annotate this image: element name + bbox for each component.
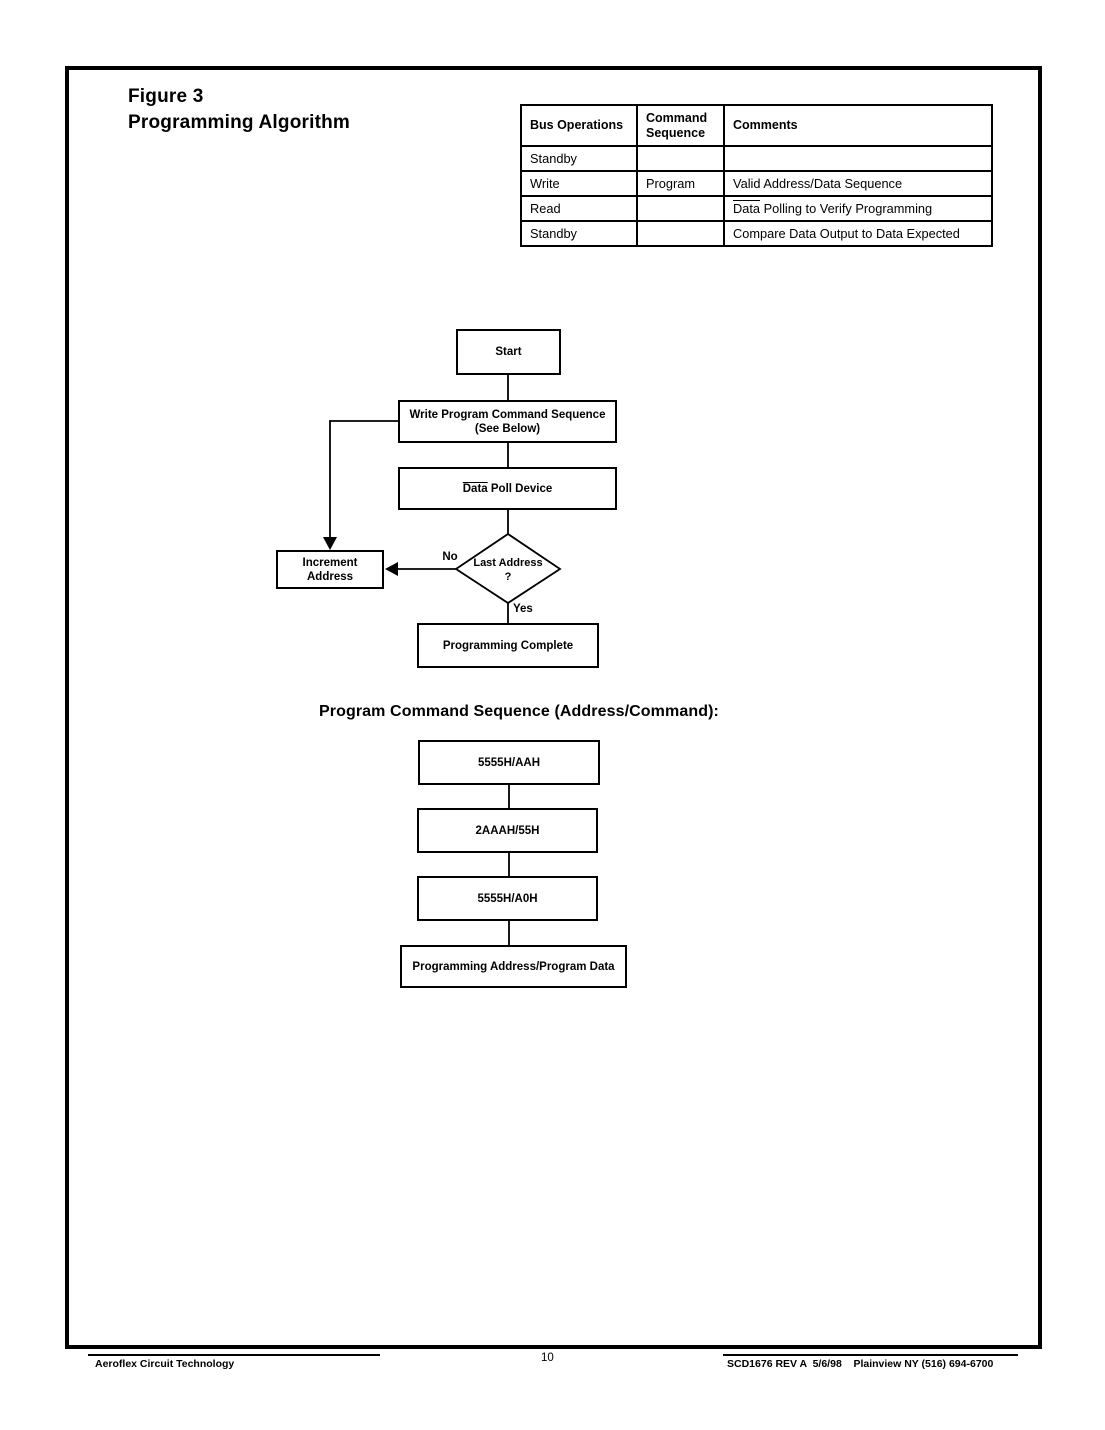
flow-node-data-poll-device: Data Poll Device [398,467,617,510]
sequence-step-label: 5555H/AAH [478,756,540,769]
cell-bus: Read [520,195,638,222]
sequence-step-2: 2AAAH/55H [417,808,598,853]
sequence-heading: Program Command Sequence (Address/Comman… [319,703,719,720]
flow-node-label: Increment [302,556,358,569]
cell-cmd [636,145,725,172]
cell-bus: Write [520,170,638,197]
flow-node-start: Start [456,329,561,375]
flow-node-sublabel: (See Below) [474,422,541,435]
footer-company: Aeroflex Circuit Technology [95,1358,235,1370]
page-number: 10 [541,1352,554,1364]
col-header-bus-operations: Bus Operations [520,104,638,147]
overlined-data-word: Data [733,201,761,216]
footer-doc-info: SCD1676 REV A 5/6/98 Plainview NY (516) … [727,1358,994,1370]
footer-rule-right [723,1354,1018,1356]
decision-label-line1: Last Address [473,557,543,569]
flow-node-label: Start [495,346,522,358]
sequence-step-1: 5555H/AAH [418,740,600,785]
table-row: Read Data Polling to Verify Programming [520,195,993,222]
flow-node-increment-address: Increment Address [276,550,384,589]
cell-bus: Standby [520,145,638,172]
figure-title: Programming Algorithm [128,112,351,133]
sequence-step-label: Programming Address/Program Data [412,960,615,973]
cell-cmd [636,195,725,222]
flow-node-programming-complete: Programming Complete [417,623,599,668]
cell-comment [723,145,993,172]
flow-node-write-command-sequence: Write Program Command Sequence (See Belo… [398,400,617,443]
sequence-step-3: 5555H/A0H [417,876,598,921]
figure-label: Figure 3 [128,86,204,107]
cell-comment: Data Polling to Verify Programming [723,195,993,222]
table-row: Standby Compare Data Output to Data Expe… [520,220,993,247]
flow-node-label: Write Program Command Sequence [409,408,606,421]
table-header-row: Bus Operations Command Sequence Comments [520,104,993,147]
flow-node-label: Address [306,570,354,583]
flow-node-label: Programming Complete [442,639,574,652]
sequence-step-label: 5555H/A0H [477,892,538,905]
flow-decision-last-address: Last Address ? [453,556,563,584]
cell-cmd [636,220,725,247]
branch-label-no: No [442,551,458,563]
col-header-comments: Comments [723,104,993,147]
table-row: Write Program Valid Address/Data Sequenc… [520,170,993,197]
sequence-step-4: Programming Address/Program Data [400,945,627,988]
overlined-data-word: Data [462,482,488,495]
cell-cmd: Program [636,170,725,197]
col-header-command-sequence: Command Sequence [636,104,725,147]
bus-operations-table: Bus Operations Command Sequence Comments… [520,104,993,247]
figure-title-block: Figure 3 Programming Algorithm [128,84,350,136]
cell-comment: Compare Data Output to Data Expected [723,220,993,247]
branch-label-yes: Yes [513,603,533,615]
cell-comment: Valid Address/Data Sequence [723,170,993,197]
cell-bus: Standby [520,220,638,247]
footer-rule-left [88,1354,380,1356]
decision-label-line2: ? [504,571,512,583]
page-frame [65,66,1042,1349]
sequence-step-label: 2AAAH/55H [475,824,540,837]
flow-node-label: Data Poll Device [462,482,553,495]
table-row: Standby [520,145,993,172]
